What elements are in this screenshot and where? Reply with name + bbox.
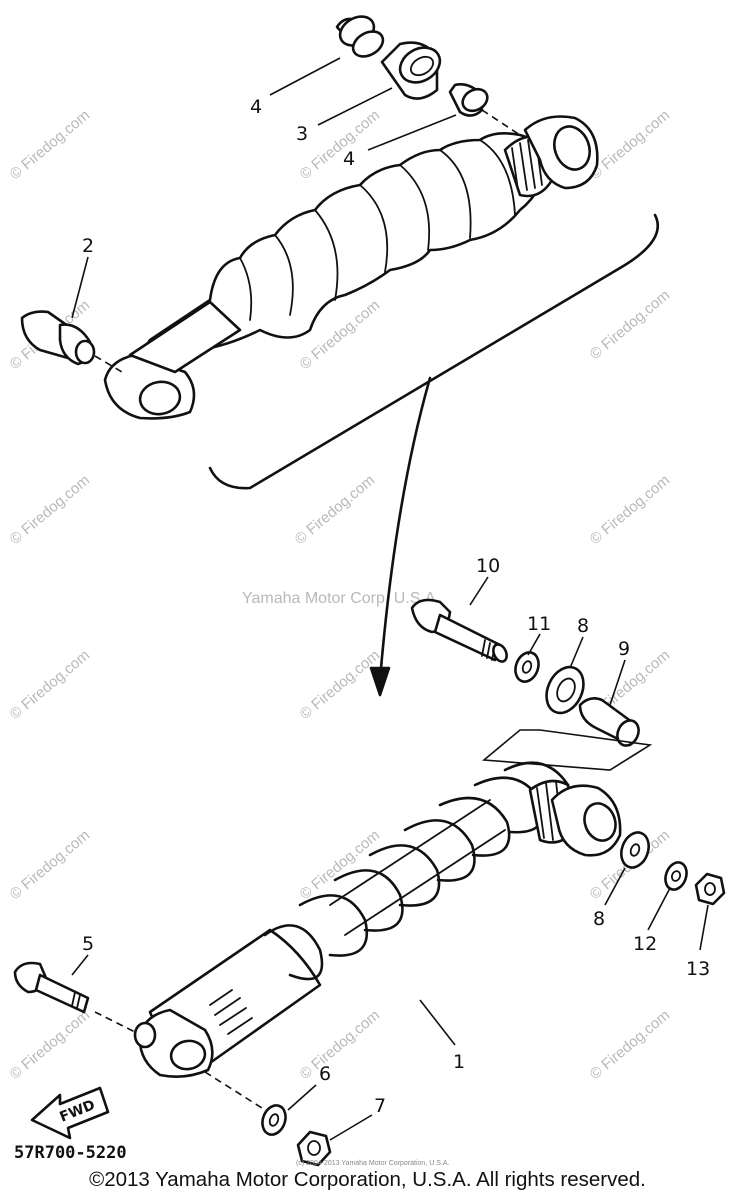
washer-part-12 (664, 861, 688, 891)
copyright-notice: ©2013 Yamaha Motor Corporation, U.S.A. A… (89, 1168, 646, 1191)
center-watermark: Yamaha Motor Corp. U.S.A. (242, 590, 440, 607)
nut-part-7 (296, 1130, 332, 1167)
callout-2: 2 (82, 235, 94, 257)
callout-7: 7 (374, 1095, 386, 1117)
collar-part-2 (20, 310, 96, 366)
bottom-shock-assembly (133, 761, 622, 1078)
watermark: © Firedog.com (7, 1007, 93, 1083)
watermark: © Firedog.com (7, 647, 93, 723)
upper-eye (523, 115, 599, 190)
collar-part-4-top (335, 15, 385, 58)
diagram-code: 57R700-5220 (14, 1143, 127, 1163)
nut-part-13 (694, 872, 726, 906)
watermark: © Firedog.com (297, 827, 383, 903)
watermark: © Firedog.com (297, 107, 383, 183)
bush-part-3 (380, 41, 442, 100)
bolt-part-10 (410, 598, 508, 663)
watermark: © Firedog.com (292, 472, 378, 548)
watermark: © Firedog.com (7, 107, 93, 183)
washer-part-8-lower (620, 831, 650, 869)
callout-12: 12 (633, 933, 657, 955)
callout-3: 3 (296, 123, 308, 145)
watermark: © Firedog.com (7, 472, 93, 548)
detail-box (481, 729, 653, 771)
callout-4-top: 4 (250, 96, 262, 118)
callout-8-upper: 8 (577, 615, 589, 637)
callout-4-second: 4 (343, 148, 355, 170)
watermark: © Firedog.com (587, 107, 673, 183)
collar-part-4-second (448, 83, 489, 117)
small-print: (c) 2004-2013 Yamaha Motor Corporation, … (296, 1160, 450, 1167)
callout-5: 5 (82, 933, 94, 955)
washer-part-6 (261, 1104, 287, 1136)
watermark: © Firedog.com (587, 472, 673, 548)
washer-part-11 (514, 651, 540, 683)
bolt-part-5 (13, 961, 90, 1014)
watermark: © Firedog.com (587, 1007, 673, 1083)
seal-part-8-upper (545, 665, 585, 715)
collar-part-9 (578, 697, 640, 747)
callout-9: 9 (618, 638, 630, 660)
callout-10: 10 (476, 555, 500, 577)
fwd-arrow: FWD (30, 1086, 110, 1140)
callout-1: 1 (453, 1051, 465, 1073)
callout-8-lower: 8 (593, 908, 605, 930)
callout-11: 11 (527, 613, 551, 635)
callout-13: 13 (686, 958, 710, 980)
watermark: © Firedog.com (297, 647, 383, 723)
top-shock-assembly (20, 15, 660, 697)
callout-6: 6 (319, 1063, 331, 1085)
watermark: © Firedog.com (7, 827, 93, 903)
watermark: © Firedog.com (297, 1007, 383, 1083)
watermark: © Firedog.com (587, 287, 673, 363)
callout-labels: 4 3 4 2 10 11 8 9 5 1 8 12 13 6 7 (82, 96, 710, 1117)
leader-lines (71, 57, 709, 1141)
